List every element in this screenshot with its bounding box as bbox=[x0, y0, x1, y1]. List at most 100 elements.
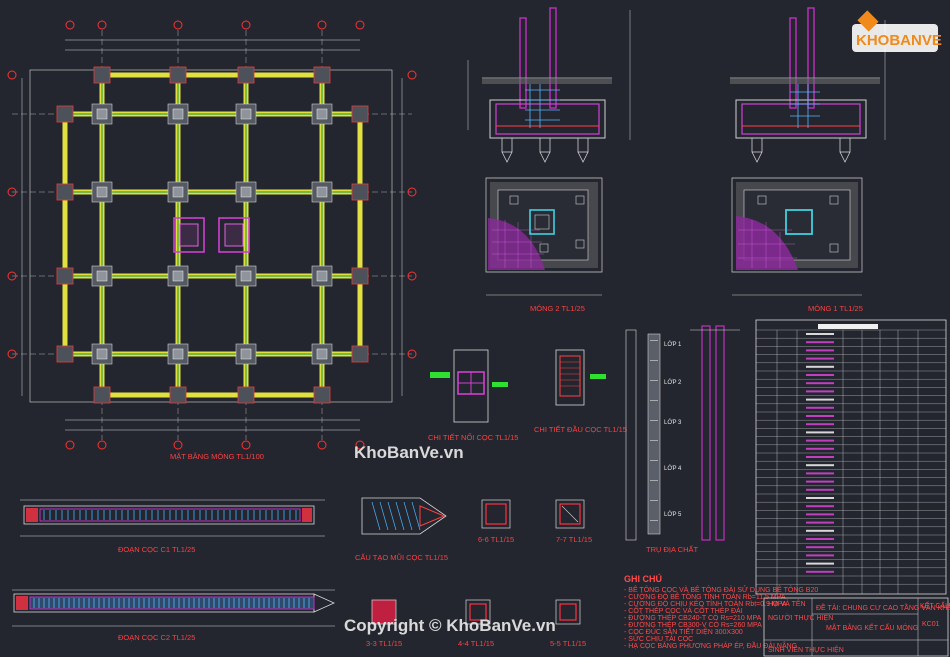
rebar-shape bbox=[806, 464, 834, 467]
section-44-caption: 4-4 TL1/15 bbox=[458, 639, 494, 648]
rebar-shape bbox=[806, 431, 834, 434]
axis-bubble bbox=[241, 440, 251, 450]
column-stub bbox=[172, 270, 184, 282]
edge-pile-cap bbox=[56, 183, 74, 201]
column-stub bbox=[316, 108, 328, 120]
pile-cap-group bbox=[56, 66, 369, 404]
rebar-shape bbox=[806, 382, 834, 385]
section-7-7: 7-7 TL1/15 bbox=[555, 499, 592, 544]
note-line-4: - CỐT THÉP CỌC VÀ CỐT THÉP ĐÀI bbox=[624, 605, 743, 615]
title-block: HỌ VÀ TÊN NGƯỜI THỰC HIỆN SINH VIÊN THỰC… bbox=[763, 597, 950, 657]
note-line-7: - CỌC ĐÚC SẴN TIẾT DIỆN 300X300 bbox=[624, 626, 743, 636]
edge-pile-cap bbox=[56, 105, 74, 123]
section-5-5: 5-5 TL1/15 bbox=[550, 599, 586, 648]
axis-bubble bbox=[7, 70, 17, 80]
pile-joint-detail: CHI TIẾT NỐI CỌC TL1/15 bbox=[428, 349, 518, 442]
note-line-3: - CƯỜNG ĐỘ CHỊU KÉO TÍNH TOÁN Rbt=0.9 MP… bbox=[624, 599, 787, 608]
project-title: ĐỀ TÀI: CHUNG CƯ CAO TẦNG VÂN KHÊ bbox=[816, 602, 950, 612]
geology-layer-4: LỚP 4 bbox=[664, 465, 682, 472]
axis-bubble bbox=[173, 440, 183, 450]
edge-pile-cap bbox=[351, 183, 369, 201]
axis-bubble bbox=[7, 349, 17, 359]
edge-pile-cap bbox=[169, 66, 187, 84]
footing-m2-caption: MÓNG 2 TL1/25 bbox=[530, 304, 585, 313]
watermark-center: KhoBanVe.vn bbox=[354, 443, 464, 462]
rebar-shape bbox=[806, 456, 834, 458]
rebar-shape bbox=[806, 480, 834, 483]
notes-title: GHI CHÚ bbox=[624, 573, 662, 584]
column-stub bbox=[96, 186, 108, 198]
footing-m2-detail: MÓNG 2 TL1/25 bbox=[467, 7, 631, 313]
column-stub bbox=[96, 108, 108, 120]
sheet-title: MẶT BẰNG KẾT CẤU MÓNG bbox=[826, 622, 918, 632]
pile-segment-c1: ĐOẠN CỌC C1 TL1/25 bbox=[20, 499, 325, 554]
footing-m1-detail: MÓNG 1 TL1/25 bbox=[730, 7, 886, 313]
logo-text: KHOBANVE bbox=[856, 32, 942, 49]
axis-bubble bbox=[407, 187, 417, 197]
rebar-shape bbox=[806, 538, 834, 540]
pile-joint-caption: CHI TIẾT NỐI CỌC TL1/15 bbox=[428, 432, 518, 442]
foundation-plan-caption: MẶT BẰNG MÓNG TL1/100 bbox=[170, 452, 264, 461]
general-notes: GHI CHÚ - BÊ TÔNG CỌC VÀ BÊ TÔNG ĐÀI SỬ … bbox=[624, 573, 818, 650]
column-stub bbox=[240, 348, 252, 360]
axis-bubble bbox=[355, 440, 365, 450]
note-line-8: - SỨC CHỊU TẢI CỌC bbox=[624, 634, 693, 643]
column-stub bbox=[96, 348, 108, 360]
rebar-shape bbox=[806, 415, 834, 417]
rebar-shape bbox=[806, 546, 834, 549]
rebar-shape bbox=[806, 497, 834, 499]
geology-layer-1: LỚP 1 bbox=[664, 341, 682, 348]
column-stub bbox=[240, 108, 252, 120]
section-3-3: 3-3 TL1/15 bbox=[366, 599, 402, 648]
title-right-1: KẾT CẤU bbox=[920, 600, 950, 610]
title-left-3: SINH VIÊN THỰC HIỆN bbox=[768, 645, 844, 654]
note-line-5: - ĐƯỜNG THÉP CB240-T CÓ Rs=210 MPA bbox=[624, 613, 762, 622]
rebar-shape bbox=[806, 357, 834, 360]
pile-tip-caption: CẤU TẠO MŨI CỌC TL1/15 bbox=[355, 552, 448, 562]
rebar-shape bbox=[806, 439, 834, 442]
column-stub bbox=[96, 270, 108, 282]
rebar-shape bbox=[806, 521, 834, 524]
foundation-plan: MẶT BẰNG MÓNG TL1/100 bbox=[7, 20, 417, 461]
column-stub bbox=[316, 348, 328, 360]
geology-layer-5: LỚP 5 bbox=[664, 511, 682, 518]
column-stub bbox=[240, 186, 252, 198]
rebar-shape bbox=[806, 398, 834, 401]
title-left-1: HỌ VÀ TÊN bbox=[768, 599, 806, 608]
note-line-2: - CƯỜNG ĐỘ BÊ TÔNG TÍNH TOÁN Rb=11.5 MPA bbox=[624, 592, 786, 601]
pile-tip-detail: CẤU TẠO MŨI CỌC TL1/15 bbox=[355, 497, 448, 562]
column-stub bbox=[172, 108, 184, 120]
rebar-shape bbox=[806, 488, 834, 491]
note-line-1: - BÊ TÔNG CỌC VÀ BÊ TÔNG ĐÀI SỬ DỤNG BÊ … bbox=[624, 585, 818, 594]
column-stub bbox=[172, 348, 184, 360]
edge-pile-cap bbox=[93, 66, 111, 84]
watermark-copyright: Copyright © KhoBanVe.vn bbox=[344, 616, 556, 635]
section-33-caption: 3-3 TL1/15 bbox=[366, 639, 402, 648]
axis-bubble bbox=[65, 20, 75, 30]
section-55-caption: 5-5 TL1/15 bbox=[550, 639, 586, 648]
axis-bubble bbox=[355, 20, 365, 30]
edge-pile-cap bbox=[351, 105, 369, 123]
grid-axis-markers bbox=[7, 20, 417, 450]
edge-pile-cap bbox=[56, 345, 74, 363]
section-66-caption: 6-6 TL1/15 bbox=[478, 535, 514, 544]
pile-head-caption: CHI TIẾT ĐẦU CỌC TL1/15 bbox=[534, 424, 627, 434]
edge-pile-cap bbox=[313, 386, 331, 404]
pile-c2-caption: ĐOẠN CỌC C2 TL1/25 bbox=[118, 633, 195, 642]
axis-bubble bbox=[317, 440, 327, 450]
rebar-shape bbox=[806, 423, 834, 426]
axis-bubble bbox=[7, 271, 17, 281]
rebar-shape bbox=[806, 529, 834, 532]
axis-bubble bbox=[241, 20, 251, 30]
rebar-shape bbox=[806, 513, 834, 516]
title-right-2: KC01 bbox=[922, 621, 940, 628]
axis-bubble bbox=[65, 440, 75, 450]
column-stub bbox=[316, 270, 328, 282]
axis-bubble bbox=[407, 70, 417, 80]
pile-segment-c2: ĐOẠN CỌC C2 TL1/25 bbox=[12, 589, 335, 642]
geology-layer-2: LỚP 2 bbox=[664, 379, 682, 386]
rebar-shape bbox=[806, 333, 834, 335]
pile-c1-caption: ĐOẠN CỌC C1 TL1/25 bbox=[118, 545, 195, 554]
geology-layer-3: LỚP 3 bbox=[664, 419, 682, 426]
